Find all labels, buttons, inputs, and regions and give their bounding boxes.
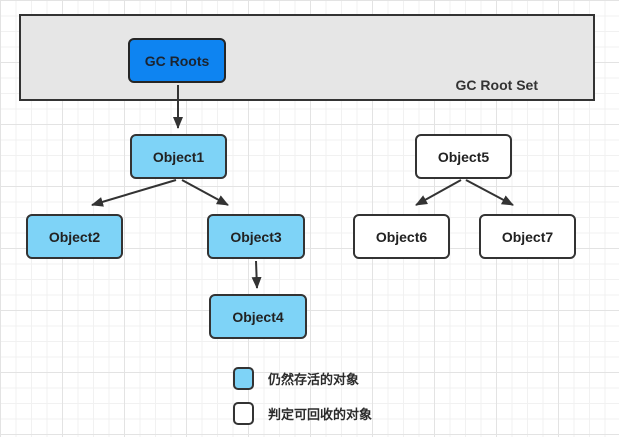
node-gc-roots: GC Roots [128,38,226,83]
edge-object5-object6 [415,179,462,206]
node-object2: Object2 [26,214,123,259]
node-object7: Object7 [479,214,576,259]
node-object3: Object3 [207,214,305,259]
node-object5: Object5 [415,134,512,179]
legend-item-alive: 仍然存活的对象 [233,367,359,390]
node-object4: Object4 [209,294,307,339]
gc-root-set-container: GC Root Set [19,14,595,101]
edge-object1-object2 [91,179,177,207]
legend-item-recyclable: 判定可回收的对象 [233,402,372,425]
node-object1: Object1 [130,134,227,179]
legend-label-alive: 仍然存活的对象 [268,372,360,387]
legend-swatch-recyclable-icon [233,402,254,425]
legend-label-recyclable: 判定可回收的对象 [268,407,373,422]
legend-swatch-alive-icon [233,367,254,390]
node-object6: Object6 [353,214,450,259]
gc-root-set-label: GC Root Set [455,77,538,93]
edge-object3-object4 [251,260,262,289]
edge-object1-object3 [181,179,229,206]
edge-object5-object7 [465,179,514,206]
